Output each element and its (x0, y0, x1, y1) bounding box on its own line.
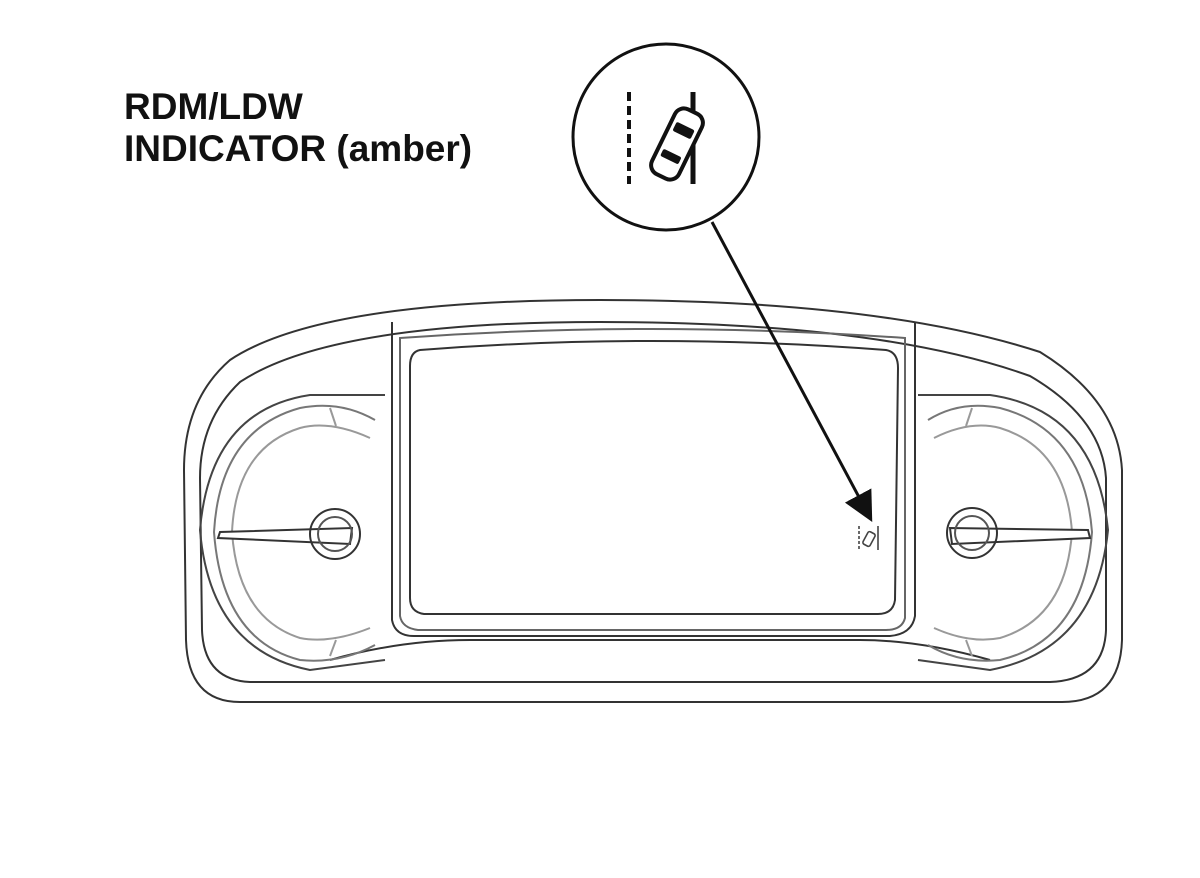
callout-leader-arrow (710, 221, 873, 522)
indicator-callout-label: RDM/LDW INDICATOR (amber) (124, 86, 472, 170)
instrument-cluster (182, 298, 1123, 703)
zoom-car (649, 106, 705, 182)
display-frame-outer (391, 322, 916, 637)
left-gauge-tick-bottom (329, 639, 337, 657)
right-gauge-tick-bottom (965, 639, 973, 657)
right-gauge-tick-top (965, 407, 973, 427)
left-gauge-ring (212, 404, 376, 662)
left-gauge-hub-outer (309, 508, 361, 560)
right-gauge-hub-inner (954, 515, 990, 551)
right-gauge-bezel (917, 394, 1110, 672)
right-gauge (917, 394, 1110, 672)
indicator-zoom-callout (571, 42, 761, 232)
callout-label-line-1: RDM/LDW (124, 86, 303, 127)
cluster-inner-shell (198, 320, 1107, 683)
lane-departure-car-icon (858, 526, 879, 550)
right-gauge-needle (948, 526, 1092, 546)
lane-departure-car-icon (627, 92, 705, 184)
left-gauge-needle (216, 526, 354, 546)
callout-label-line-2: INDICATOR (amber) (124, 128, 473, 169)
cluster-lower-rim (329, 639, 991, 661)
small-indicator-car (862, 530, 876, 548)
right-gauge-ring (927, 404, 1094, 662)
left-gauge (198, 394, 386, 672)
display-screen (409, 340, 900, 615)
cluster-outer-shell (182, 298, 1123, 703)
left-gauge-hub-inner (317, 516, 353, 552)
right-gauge-hub-outer (946, 507, 998, 559)
center-display (391, 322, 916, 637)
left-gauge-bezel (198, 394, 386, 672)
display-frame-inner (399, 328, 906, 631)
left-gauge-tick-top (329, 407, 337, 427)
